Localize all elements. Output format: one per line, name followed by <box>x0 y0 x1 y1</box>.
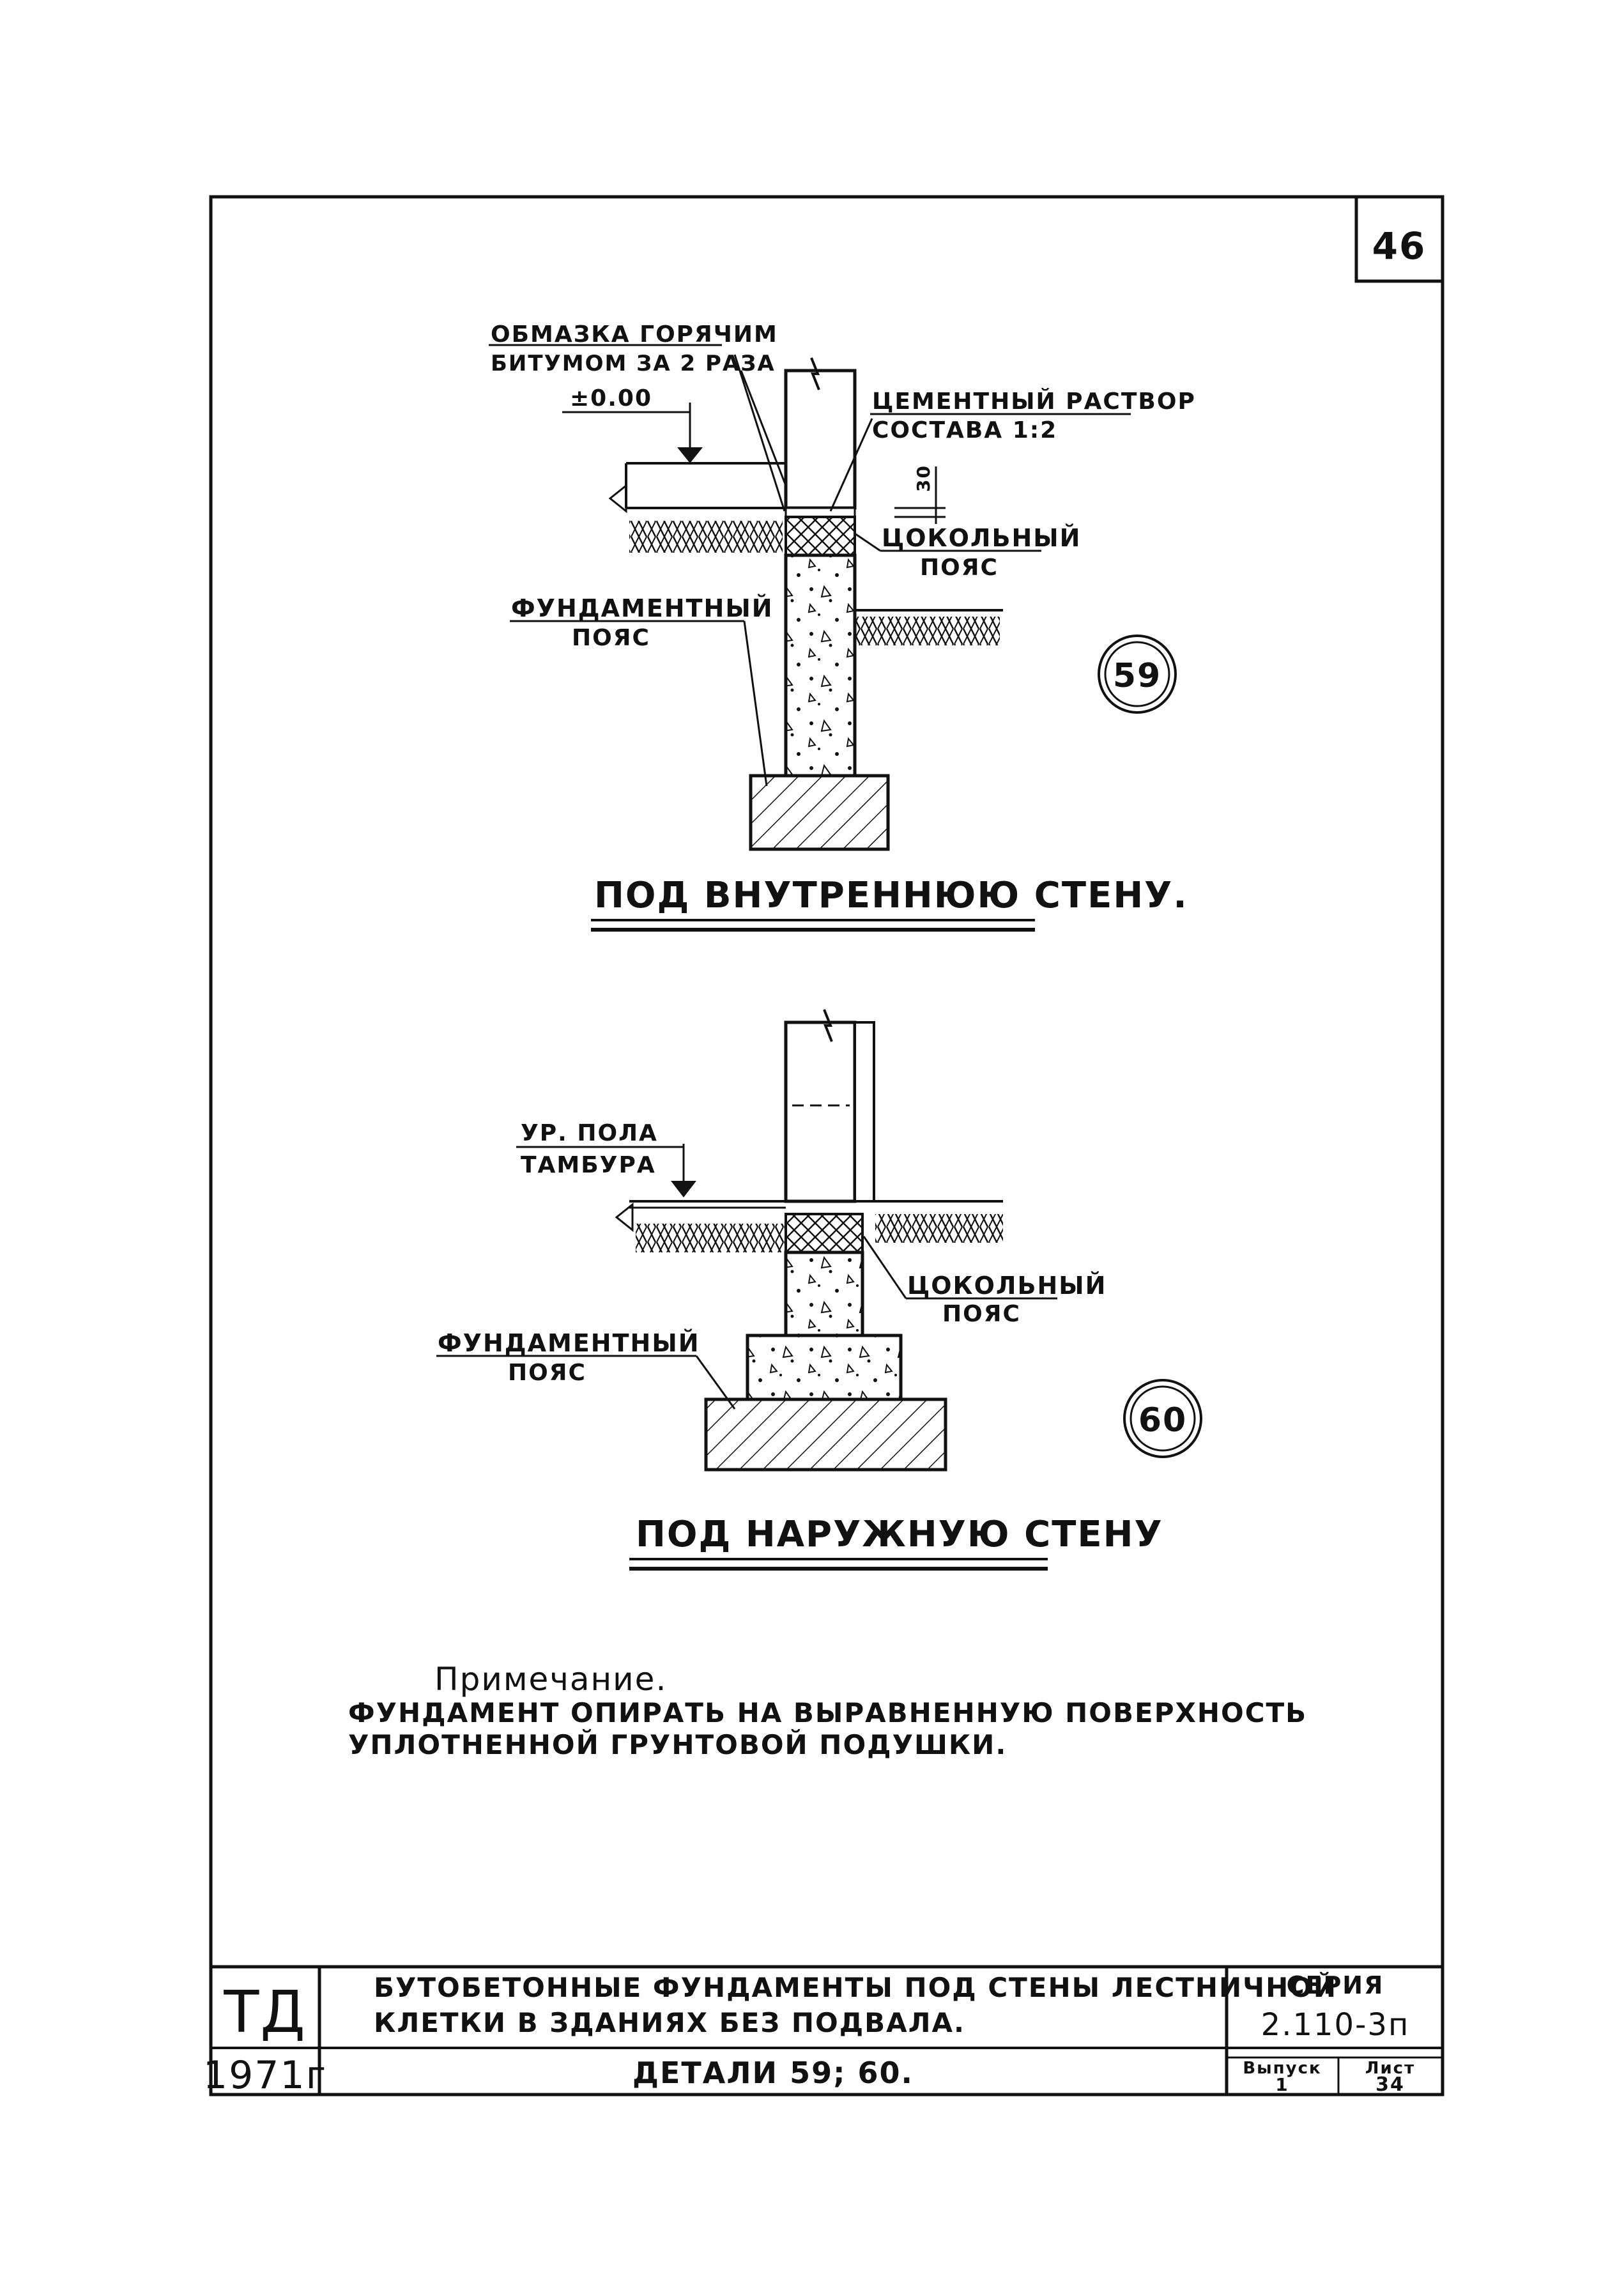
callout-footing-60-2: ПОЯС <box>508 1360 586 1386</box>
detail-59: ±0.00 ОБМАЗКА ГОРЯЧИМ БИТУМОМ ЗА 2 РАЗА … <box>489 321 1196 932</box>
sheet-frame <box>209 195 1444 2096</box>
series-label: СЕРИЯ <box>1287 1971 1384 1999</box>
caption-59: ПОД ВНУТРЕННЮЮ СТЕНУ. <box>594 875 1188 916</box>
callout-bitumen-1: ОБМАЗКА ГОРЯЧИМ <box>491 321 778 348</box>
year: 1971г <box>203 2053 327 2098</box>
dimension-30: 30 <box>913 465 934 492</box>
page-number: 46 <box>1372 224 1427 268</box>
page-number-box: 46 <box>1354 197 1443 283</box>
series-value: 2.110-3п <box>1261 2007 1410 2043</box>
callout-plinth-59-1: ЦОКОЛЬНЫЙ <box>882 524 1081 552</box>
callout-mortar-1: ЦЕМЕНТНЫЙ РАСТВОР <box>872 388 1196 415</box>
callout-footing-60-1: ФУНДАМЕНТНЫЙ <box>438 1329 700 1357</box>
title-block: ТД 1971г БУТОБЕТОННЫЕ ФУНДАМЕНТЫ ПОД СТЕ… <box>203 1965 1443 2098</box>
level-mark-59: ±0.00 <box>570 385 652 411</box>
wall-59 <box>784 369 857 510</box>
issue-value: 1 <box>1275 2074 1289 2095</box>
issue-label: Выпуск <box>1243 2059 1321 2078</box>
subtitle: ДЕТАЛИ 59; 60. <box>632 2056 914 2090</box>
level-label-60-1: УР. ПОЛА <box>521 1120 658 1146</box>
callout-footing-59-2: ПОЯС <box>572 625 650 651</box>
level-label-60-2: ТАМБУРА <box>521 1152 656 1178</box>
callout-mortar-2: СОСТАВА 1:2 <box>872 417 1057 443</box>
title-line-1: БУТОБЕТОННЫЕ ФУНДАМЕНТЫ ПОД СТЕНЫ ЛЕСТНИ… <box>374 1971 1337 2003</box>
plinth-belt-60 <box>785 1213 864 1254</box>
callout-bitumen-2: БИТУМОМ ЗА 2 РАЗА <box>491 351 776 376</box>
note-line-1: ФУНДАМЕНТ ОПИРАТЬ НА ВЫРАВНЕННУЮ ПОВЕРХН… <box>348 1697 1307 1728</box>
foundation-body-59 <box>784 553 857 778</box>
detail-60: УР. ПОЛА ТАМБУРА ЦОКОЛЬНЫЙ ПОЯС ФУНДАМЕН… <box>436 1009 1202 1571</box>
org-code: ТД <box>223 1979 306 2046</box>
footing-59 <box>749 774 890 851</box>
detail-number-60: 60 <box>1138 1401 1187 1440</box>
footing-60 <box>704 1397 947 1472</box>
note-heading: Примечание. <box>434 1661 667 1698</box>
detail-number-59: 59 <box>1113 657 1161 695</box>
sheet-label: Лист <box>1365 2059 1415 2078</box>
plinth-belt-59 <box>785 516 856 557</box>
wall-60 <box>784 1020 857 1203</box>
caption-60: ПОД НАРУЖНУЮ СТЕНУ <box>636 1514 1163 1555</box>
foundation-body-60 <box>784 1250 864 1337</box>
callout-plinth-60-2: ПОЯС <box>942 1301 1021 1327</box>
callout-plinth-60-1: ЦОКОЛЬНЫЙ <box>907 1272 1107 1300</box>
note-line-2: УПЛОТНЕННОЙ ГРУНТОВОЙ ПОДУШКИ. <box>348 1728 1007 1760</box>
callout-plinth-59-2: ПОЯС <box>920 555 999 581</box>
note: Примечание. ФУНДАМЕНТ ОПИРАТЬ НА ВЫРАВНЕ… <box>348 1661 1307 1760</box>
sheet-value: 34 <box>1375 2073 1405 2096</box>
title-line-2: КЛЕТКИ В ЗДАНИЯХ БЕЗ ПОДВАЛА. <box>374 2007 965 2038</box>
callout-footing-59-1: ФУНДАМЕНТНЫЙ <box>511 594 774 622</box>
